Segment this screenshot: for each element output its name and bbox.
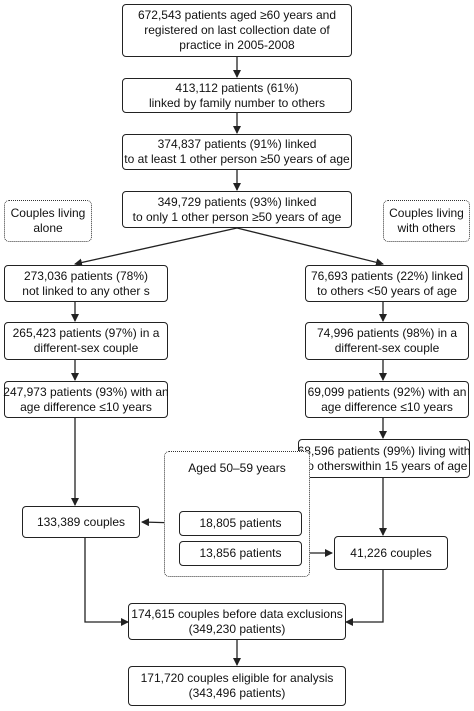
arrow-n4-l1	[74, 227, 238, 267]
node-couples-before-exclusions: 174,615 couples before data exclusions(3…	[128, 603, 346, 640]
node-right-couples: 41,226 couples	[334, 536, 448, 570]
node-left-not-linked: 273,036 patients (78%)not linked to any …	[4, 265, 168, 302]
node-linked-family: 413,112 patients (61%)linked by family n…	[122, 78, 352, 113]
arrow-l4-c1	[84, 538, 129, 626]
arrow-n4-r1	[236, 227, 384, 267]
arrow-r5-c1	[345, 570, 384, 626]
node-middle-patients-18805: 18,805 patients	[179, 511, 302, 536]
node-couples-eligible: 171,720 couples eligible for analysis(34…	[128, 666, 346, 706]
group-aged-50-59-label: Aged 50–59 years	[188, 461, 286, 475]
node-left-couples: 133,389 couples	[22, 506, 140, 538]
node-middle-patients-13856: 13,856 patients	[179, 541, 302, 566]
